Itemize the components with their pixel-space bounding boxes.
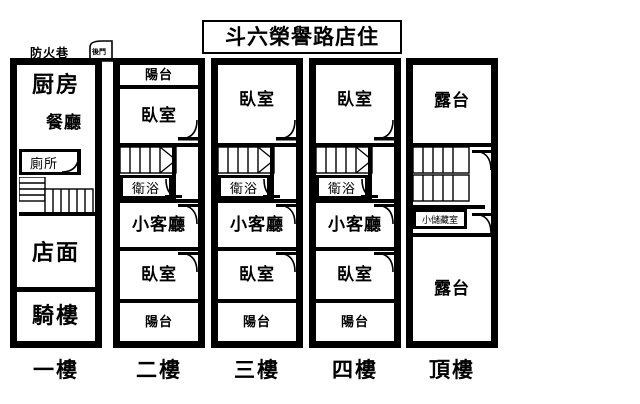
wall-bath-living	[120, 199, 198, 203]
wall-stair-shaft	[368, 147, 372, 203]
room-arcade: 騎樓	[17, 292, 95, 341]
room-living-label: 小客廳	[230, 214, 284, 235]
room-storefront: 店面	[17, 221, 95, 287]
staircase-floor-2	[120, 147, 198, 181]
floor-4-label: 四樓	[332, 358, 378, 382]
plan-title: 斗六榮譽路店住	[202, 20, 402, 54]
floor-2: 陽台 臥室	[113, 58, 205, 348]
floor-4: 臥室 衛浴	[309, 58, 401, 348]
room-bedroom-bottom-label: 臥室	[337, 264, 373, 285]
wall-stair-shaft	[172, 147, 176, 203]
floor-2-label: 二樓	[136, 358, 182, 382]
staircase-floor-4	[316, 147, 394, 181]
back-door-label: 後門	[92, 48, 106, 56]
floor-3: 臥室 衛浴	[211, 58, 303, 348]
room-balcony-top-label: 陽台	[144, 67, 173, 83]
fire-alley-label: 防火巷	[30, 46, 70, 60]
room-living-label: 小客廳	[328, 214, 382, 235]
room-bedroom-top: 臥室	[218, 65, 296, 135]
room-bedroom-bottom: 臥室	[316, 251, 394, 299]
room-dining: 餐廳	[33, 105, 95, 141]
room-balcony-bottom-label: 陽台	[340, 314, 369, 330]
bedroom-top-door-icon	[177, 117, 199, 141]
wall-living-bedroom	[120, 247, 198, 251]
room-storage-label: 小儲藏室	[421, 215, 458, 226]
staircase-floor-top	[413, 147, 473, 209]
room-dining-label: 餐廳	[46, 112, 82, 133]
living-door-icon	[275, 204, 297, 226]
floor-top: 露台 小儲	[406, 58, 498, 348]
room-bathroom-label: 衛浴	[229, 181, 258, 197]
bedroom-bottom-door-icon	[177, 252, 199, 274]
staircase-floor-1	[19, 177, 95, 217]
room-kitchen-label: 厨房	[31, 73, 80, 98]
room-living: 小客廳	[218, 203, 296, 247]
floor-top-label: 頂樓	[429, 358, 475, 382]
wall-storage-terrace	[413, 233, 491, 237]
room-bathroom-label: 衛浴	[327, 181, 356, 197]
bedroom-bottom-door-icon	[275, 252, 297, 274]
wall-bedroom-balcony	[218, 299, 296, 303]
room-balcony-bottom: 陽台	[316, 303, 394, 341]
room-bedroom-top-label: 臥室	[337, 89, 373, 110]
room-living: 小客廳	[316, 203, 394, 247]
room-storage: 小儲藏室	[413, 209, 467, 229]
wall-living-bedroom	[316, 247, 394, 251]
room-bedroom-top: 臥室	[120, 89, 198, 143]
room-terrace-bottom-label: 露台	[434, 278, 470, 299]
wall-bedroom-balcony	[120, 299, 198, 303]
room-living: 小客廳	[120, 203, 198, 247]
room-storefront-label: 店面	[31, 241, 80, 266]
wall-terrace-stairs	[413, 143, 491, 147]
room-bathroom: 衛浴	[316, 175, 368, 199]
room-bedroom-top-label: 臥室	[141, 105, 177, 126]
wall-living-bedroom	[218, 247, 296, 251]
room-balcony-bottom-label: 陽台	[144, 314, 173, 330]
living-door-icon	[373, 204, 395, 226]
room-balcony-bottom: 陽台	[218, 303, 296, 341]
wall-bedroom-balcony	[316, 299, 394, 303]
room-living-label: 小客廳	[132, 214, 186, 235]
wall-stair-shaft	[270, 147, 274, 203]
room-bedroom-bottom-label: 臥室	[141, 264, 177, 285]
room-arcade-label: 騎樓	[31, 303, 80, 329]
room-bathroom-label: 衛浴	[131, 181, 160, 197]
room-bedroom-top: 臥室	[316, 65, 394, 135]
room-balcony-top: 陽台	[120, 65, 198, 85]
toilet-door-icon	[61, 151, 81, 173]
wall-storefront-arcade	[17, 287, 95, 292]
wall-bedroom-stairs	[120, 143, 198, 147]
room-bedroom-bottom: 臥室	[120, 251, 198, 299]
room-kitchen: 厨房	[17, 65, 95, 107]
wall-bath-living	[316, 199, 394, 203]
storage-door-icon	[471, 213, 493, 235]
room-bedroom-top-label: 臥室	[239, 89, 275, 110]
room-terrace-top-label: 露台	[434, 90, 470, 111]
room-terrace-bottom: 露台	[413, 237, 491, 341]
room-bedroom-bottom: 臥室	[218, 251, 296, 299]
room-balcony-bottom-label: 陽台	[242, 314, 271, 330]
bedroom-top-door-icon	[373, 117, 395, 141]
room-bathroom: 衛浴	[120, 175, 172, 199]
terrace-top-door-icon	[471, 149, 493, 173]
wall-bath-living	[218, 199, 296, 203]
room-balcony-bottom: 陽台	[120, 303, 198, 341]
floor-1-label: 一樓	[33, 358, 79, 382]
wall-bedroom-stairs	[316, 143, 394, 147]
wall-stairs-storage	[413, 205, 485, 209]
room-bathroom: 衛浴	[218, 175, 270, 199]
floor-1: 厨房 餐廳 廁所	[10, 58, 102, 348]
wall-bedroom-stairs	[218, 143, 296, 147]
room-terrace-top: 露台	[413, 65, 491, 137]
bedroom-top-door-icon	[275, 117, 297, 141]
wall-balcony-top	[120, 85, 198, 89]
floor-3-label: 三樓	[234, 358, 280, 382]
room-bedroom-bottom-label: 臥室	[239, 264, 275, 285]
living-door-icon	[177, 204, 199, 226]
bedroom-bottom-door-icon	[373, 252, 395, 274]
room-toilet-label: 廁所	[29, 156, 58, 172]
